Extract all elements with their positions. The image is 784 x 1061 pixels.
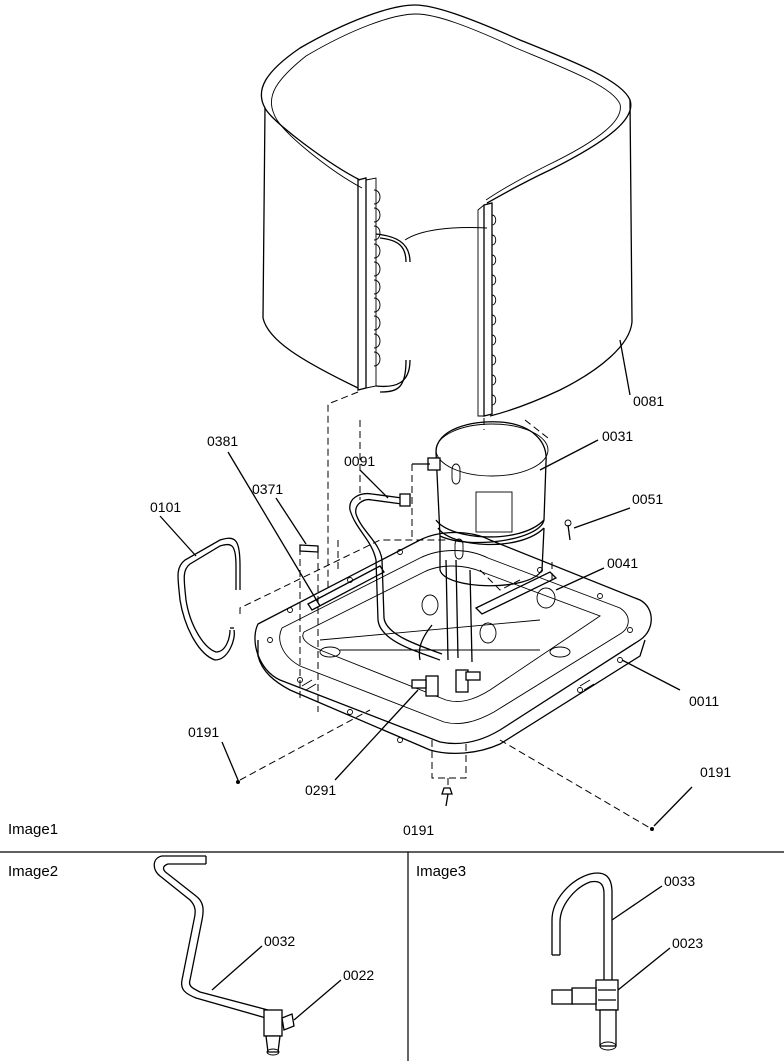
image3-tube-detail: Image3 0033 0023 (416, 863, 703, 1051)
label-0031: 0031 (602, 428, 633, 444)
section-label-image2: Image2 (8, 863, 58, 880)
base-pan (254, 531, 652, 754)
label-0381: 0381 (207, 433, 238, 449)
tube-0101 (177, 537, 241, 661)
section-label-image3: Image3 (416, 863, 466, 880)
label-0101: 0101 (150, 499, 181, 515)
leader-lines (159, 339, 693, 827)
label-0041: 0041 (607, 555, 638, 571)
label-0011: 0011 (689, 693, 719, 709)
compressor (427, 421, 549, 587)
construction-lines (239, 391, 651, 829)
label-0032: 0032 (264, 933, 295, 949)
label-0051: 0051 (632, 491, 663, 507)
condenser-coil (260, 4, 633, 417)
section-label-image1: Image1 (8, 821, 58, 838)
label-0191-left: 0191 (188, 724, 219, 740)
screws (236, 519, 654, 831)
bracket-0371 (299, 544, 319, 553)
label-0091: 0091 (344, 453, 375, 469)
label-0371: 0371 (252, 481, 283, 497)
label-0191-bottom: 0191 (403, 822, 434, 838)
label-0023: 0023 (672, 935, 703, 951)
pipe-assembly (349, 463, 481, 697)
label-0022: 0022 (343, 967, 374, 983)
label-0081: 0081 (633, 393, 664, 409)
label-0033: 0033 (664, 873, 695, 889)
label-0191-right: 0191 (700, 764, 731, 780)
image2-tube-detail: Image2 0032 0022 (8, 855, 374, 1056)
image1-exploded-view: 0081 0031 0381 0091 0371 0101 0051 0041 … (8, 4, 731, 838)
label-0291: 0291 (305, 782, 336, 798)
